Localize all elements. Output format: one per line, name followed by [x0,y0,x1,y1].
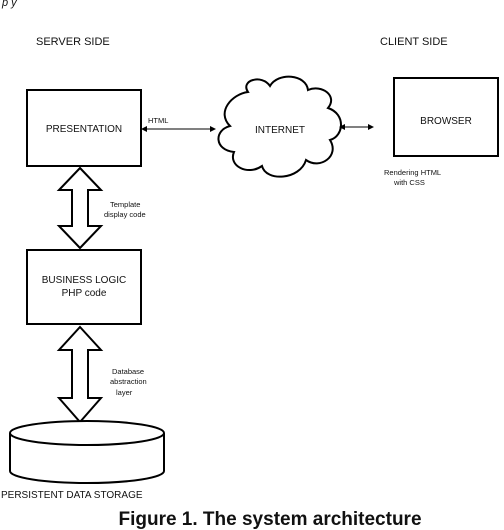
browser-box: BROWSER [393,77,499,157]
server-side-header: SERVER SIDE [36,36,110,48]
template-label-line2: display code [104,210,146,219]
rendering-label-line1: Rendering HTML [384,168,441,177]
database-double-arrow [56,325,104,424]
browser-label: BROWSER [420,116,472,127]
business-logic-sublabel: PHP code [62,288,107,299]
rendering-label-line2: with CSS [393,178,425,187]
database-label-line1: Database [112,367,144,376]
client-side-header: CLIENT SIDE [380,36,448,48]
html-arrow [141,126,216,132]
business-logic-label: BUSINESS LOGIC [42,275,126,286]
internet-label: INTERNET [255,125,305,136]
database-label-line2: abstraction [110,377,147,386]
business-logic-box: BUSINESS LOGIC PHP code [26,249,142,325]
presentation-box: PRESENTATION [26,89,142,167]
storage-cylinder [9,420,165,484]
database-label-line3: layer [116,388,133,397]
storage-label: PERSISTENT DATA STORAGE [1,490,143,501]
internet-cloud: INTERNET [217,75,342,178]
cropped-top-text: p y [1,0,18,9]
figure-caption: Figure 1. The system architecture [118,509,421,530]
template-label-line1: Template [110,200,140,209]
html-arrow-label: HTML [148,116,168,125]
presentation-label: PRESENTATION [46,124,122,135]
internet-browser-arrow [339,124,374,130]
template-double-arrow [56,166,104,250]
